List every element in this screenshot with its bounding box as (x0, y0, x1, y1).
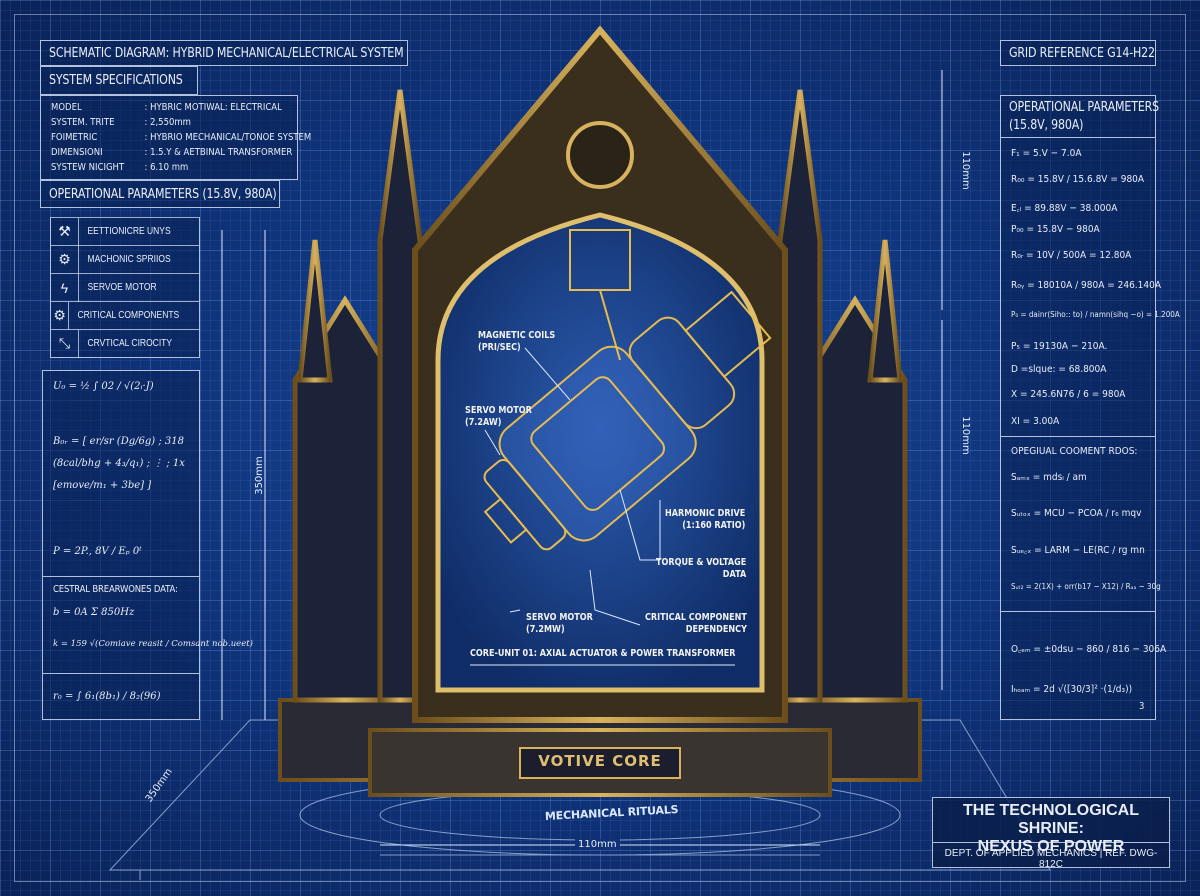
legend-item: ⚒EETTIONICRE UNYS (51, 217, 199, 246)
spec-row: SYSTEW NICIGHT: 6.10 mm (51, 162, 189, 173)
callout-lines (470, 347, 735, 666)
left-wing (292, 89, 423, 703)
dimension-right-top: 110mm (959, 151, 971, 190)
central-data-title: CESTRAL BREARWONES DATA: (53, 584, 178, 595)
equation: P₅ = 19130A − 210A. (1011, 341, 1108, 352)
drawing-border (14, 14, 1186, 882)
equation: P₀ = dainr(Siho:: to) / namn(sihq −o) = … (1011, 310, 1180, 319)
left-params-title: OPERATIONAL PARAMETERS (15.8V, 980A) (49, 187, 277, 202)
equation: F₁ = 5.V − 7.0A (1011, 148, 1082, 159)
actuator-drawing (483, 229, 772, 551)
central-arch (412, 25, 788, 723)
legend-item: ⚙CRITICAL COMPONENTS (51, 301, 199, 330)
grid-reference: GRID REFERENCE G14-H22 (1009, 46, 1155, 61)
lightning-icon: ϟ (51, 273, 79, 302)
grid-reference-box: GRID REFERENCE G14-H22 (1000, 40, 1156, 66)
diagram-title: SCHEMATIC DIAGRAM: HYBRID MECHANICAL/ELE… (49, 46, 404, 61)
dimension-right-mid: 110mm (959, 416, 971, 455)
title-block: THE TECHNOLOGICAL SHRINE: NEXUS OF POWER… (932, 797, 1170, 870)
equation: r₀ = ∫ 6₁(8b₁) / 8₂(96) (53, 691, 161, 702)
specs-title: SYSTEM SPECIFICATIONS (49, 73, 183, 88)
gear-icon: ⚙ (51, 301, 70, 330)
right-params-panel: OPERATIONAL PARAMETERS (15.8V, 980A) F₁ … (1000, 95, 1180, 720)
right-wing (777, 89, 908, 703)
equation: R₀ᵣ = 10V / 500A = 12.80A (1011, 250, 1132, 261)
specs-header: SYSTEM SPECIFICATIONS (40, 66, 198, 95)
equation: Sᵤₑ꜀ₓ = LARM − LE(RC / rg mn (1011, 545, 1145, 556)
component-title: OPEGIUAL COOMENT RDOS: (1011, 446, 1138, 457)
equation: Iₕₒₐₘ = 2d √([30/3]² ·(1/d₃)) (1011, 684, 1133, 695)
spec-row: FOIMETRIC: HYBRIO MECHANICAL/TONOE SYSTE… (51, 132, 312, 143)
dimension-floor-bottom: 110mm (575, 839, 620, 850)
left-equations-panel: U₀ = ½ ∫ 02 / √(2ᵢ·J) B₀ᵣ = [ er/sr (Dg/… (42, 370, 253, 720)
caliper-icon: ⤡ (51, 329, 79, 358)
equation: Sₐₘₓ = mdsₗ / am (1011, 472, 1087, 483)
equation: E꜀ₗ = 89.88V − 38.000A (1011, 203, 1118, 214)
callout-critical-dependency: CRITICAL COMPONENT DEPENDENCY (645, 612, 747, 635)
callout-servo-motor-bottom: SERVO MOTOR (7.2MW) (526, 612, 593, 635)
spec-row: SYSTEM. TRITE: 2,550mm (51, 117, 191, 128)
callout-magnetic-coils: MAGNETIC COILS (PRI/SEC) (478, 330, 556, 353)
equation: O꜀ₑₘ = ±0dsu − 860 / 816 − 306A (1011, 644, 1167, 655)
equation: k = 159 √(Comiave reasit / Comsant nob.u… (53, 639, 253, 649)
callout-torque-voltage: TORQUE & VOLTAGE DATA (656, 557, 747, 580)
wrench-icon: ⚒ (51, 217, 79, 246)
title-box: SCHEMATIC DIAGRAM: HYBRID MECHANICAL/ELE… (40, 40, 408, 66)
right-params-title: OPERATIONAL PARAMETERS (1009, 100, 1159, 115)
equation: P = 2P., 8V / Eₚ 0ᵗ (53, 546, 142, 557)
equation: R₀₀ = 15.8V / 15.6.8V = 980A (1011, 174, 1145, 185)
left-params-header: OPERATIONAL PARAMETERS (15.8V, 980A) (40, 180, 280, 208)
equation: Sᵤₜ₂ = 2(1X) + orr(b17 − X12) / Rₐₐ − 30… (1011, 582, 1161, 591)
spec-row: DIMENSIONI: 1.5.Y & AETBINAL TRANSFORMER (51, 147, 293, 158)
equation: XI = 3.00A (1011, 416, 1060, 427)
equation: X = 245.6N76 / 6 = 980A (1011, 389, 1126, 400)
callout-harmonic-drive: HARMONIC DRIVE (1:160 RATIO) (665, 508, 746, 531)
equation: Sᵤₜₒₓ = MCU − PCOA / r₆ mqv (1011, 508, 1142, 519)
equation: U₀ = ½ ∫ 02 / √(2ᵢ·J) (53, 381, 154, 392)
equation: D =slque: = 68.800A (1011, 364, 1107, 375)
legend-item: ⤡CRVTICAL CIROCITY (51, 329, 199, 358)
equation: B₀ᵣ = [ er/sr (Dg/6g) ; 318 (8cal/bhg + … (53, 436, 185, 491)
votive-core-plaque: VOTIVE CORE (538, 752, 662, 770)
spec-row: MODEL: HYBRIC MOTIWAL: ELECTRICAL (51, 102, 282, 113)
legend-item: ⚙MACHONIC SPRIIOS (51, 245, 199, 274)
corner-mark: 3 (1139, 701, 1145, 712)
equation: b = 0A Σ 850Hz (53, 607, 135, 618)
equation: R₀ᵧ = 18010A / 980A = 246.140A (1011, 280, 1161, 291)
gear-icon: ⚙ (51, 245, 79, 274)
equation: P₀₀ = 15.8V − 980A (1011, 224, 1100, 235)
right-params-subtitle: (15.8V, 980A) (1009, 118, 1084, 133)
specs-table: MODEL: HYBRIC MOTIWAL: ELECTRICAL SYSTEM… (40, 95, 311, 180)
core-unit-caption: CORE-UNIT 01: AXIAL ACTUATOR & POWER TRA… (470, 648, 736, 659)
callout-servo-motor-top: SERVO MOTOR (7.2AW) (465, 405, 532, 428)
title-block-subtitle: DEPT. OF APPLIED MECHANICS | REF. DWG-81… (944, 848, 1158, 870)
dimension-left-height: 350mm (253, 456, 265, 495)
